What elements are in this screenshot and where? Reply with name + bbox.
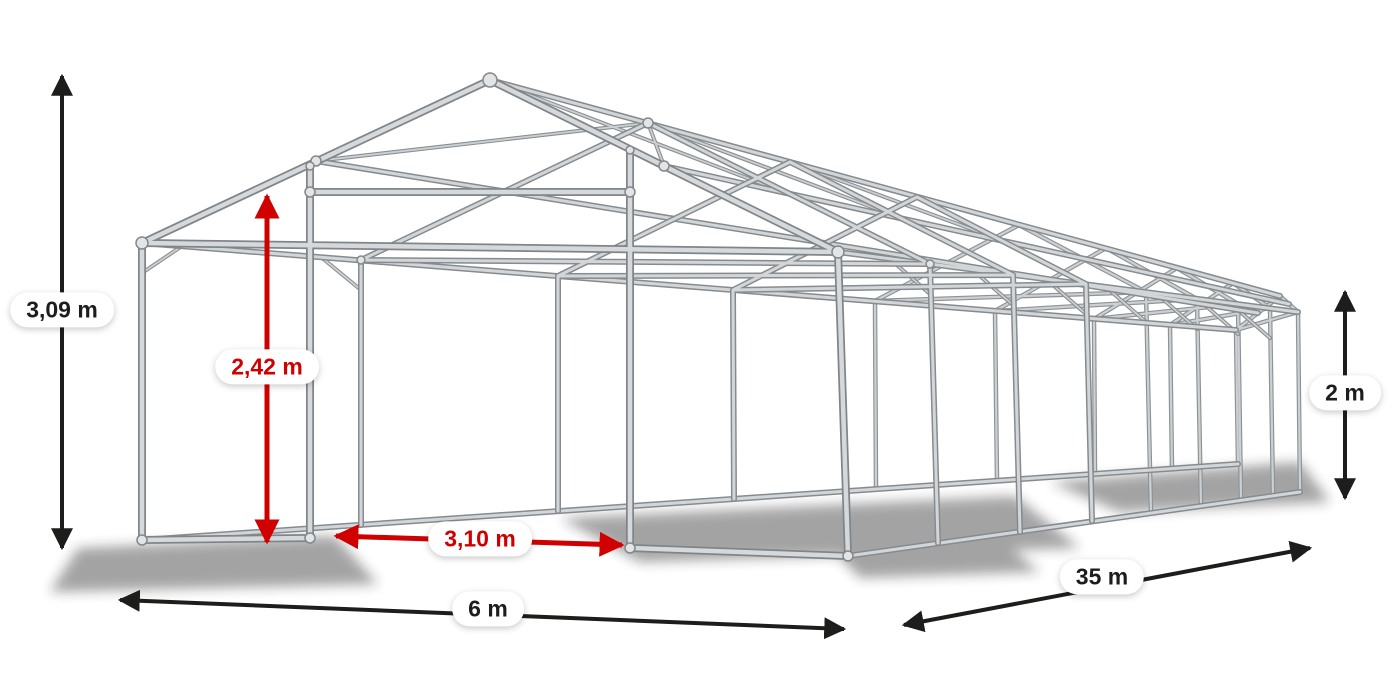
dimension-label-length: 35 m: [1059, 559, 1145, 595]
dimension-label-total-height: 3,09 m: [10, 292, 114, 328]
dimension-label-side-height: 2 m: [1309, 375, 1381, 411]
dimension-label-clearance-height: 2,42 m: [215, 349, 319, 385]
frame-structure: [135, 72, 1300, 562]
frame-connector-joints: [135, 72, 935, 562]
dimension-label-width: 6 m: [452, 591, 524, 627]
dimension-label-entrance-width: 3,10 m: [428, 521, 532, 557]
